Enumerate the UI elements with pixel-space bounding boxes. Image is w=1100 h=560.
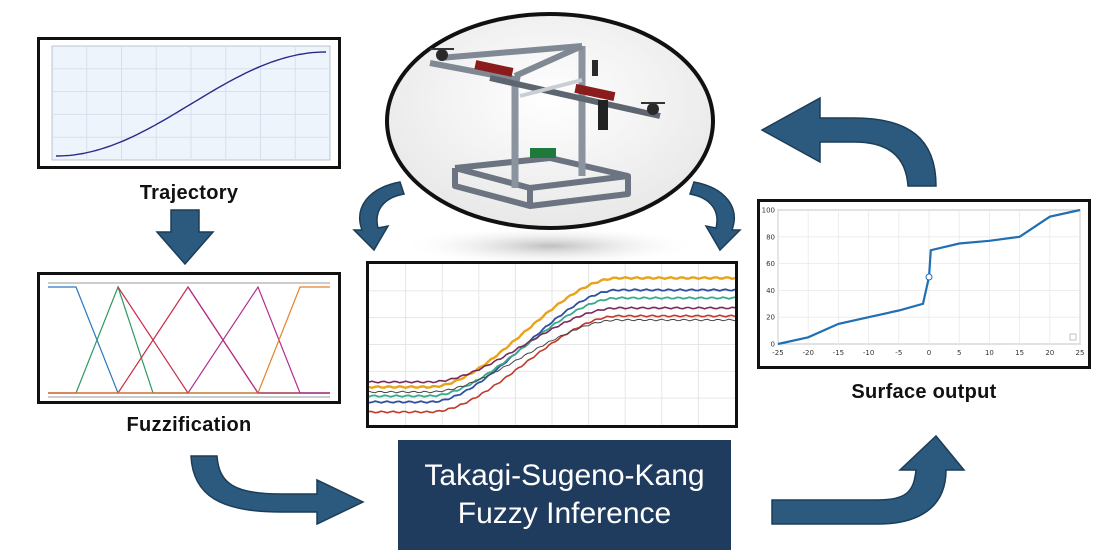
down-arrow	[155, 209, 215, 266]
trajectory-chart	[51, 45, 331, 161]
tsk-inference-box: Takagi-Sugeno-Kang Fuzzy Inference	[398, 440, 731, 550]
fuzzification-to-inference-arrow	[190, 455, 365, 526]
inference-to-surface-arrow	[771, 434, 966, 525]
x-tick-label: 20	[1045, 349, 1054, 357]
trajectory-curve	[55, 51, 327, 157]
x-tick-label: -15	[833, 349, 844, 357]
x-tick-label: -10	[863, 349, 874, 357]
trajectory-caption: Trajectory	[139, 182, 239, 204]
response-series-2	[369, 288, 735, 404]
membership-function-4	[48, 285, 330, 394]
y-tick-label: 20	[766, 314, 775, 322]
fuzzification-panel	[37, 272, 341, 404]
x-tick-label: 0	[927, 349, 931, 357]
y-tick-label: 80	[766, 233, 775, 241]
x-tick-label: -25	[772, 349, 783, 357]
fuzzification-chart	[48, 282, 330, 398]
x-tick-label: -5	[895, 349, 902, 357]
surface-output-chart: 0 20 40 60 80 100 -25 -20 -15 -10 -5 0 5 10 15 20 25	[762, 207, 1085, 358]
response-series-4	[369, 306, 735, 384]
x-tick-label: 25	[1076, 349, 1085, 357]
surface-output-panel: 0 20 40 60 80 100 -25 -20 -15 -10 -5 0 5 10 15 20 25	[757, 199, 1091, 369]
left-curved-arrow	[352, 181, 405, 252]
y-tick-label: 40	[766, 287, 775, 295]
trajectory-panel	[37, 37, 341, 169]
response-series-6	[369, 318, 735, 394]
surface-output-marker	[925, 273, 933, 281]
y-tick-label: 100	[762, 207, 775, 215]
response-chart	[369, 264, 735, 425]
y-tick-label: 60	[766, 260, 775, 268]
surface-to-rig-arrow	[760, 96, 937, 187]
response-series-1	[369, 275, 735, 390]
fuzzification-caption: Fuzzification	[126, 414, 252, 436]
response-series-3	[369, 296, 735, 398]
response-panel	[366, 261, 738, 428]
membership-function-5	[48, 286, 330, 394]
x-tick-label: 5	[957, 349, 961, 357]
drone-rig-illustration	[385, 12, 715, 266]
membership-function-2	[48, 285, 330, 394]
membership-function-1	[48, 286, 330, 394]
x-tick-label: 15	[1015, 349, 1024, 357]
y-tick-label: 0	[771, 341, 775, 349]
x-tick-label: -20	[802, 349, 813, 357]
right-curved-arrow	[689, 181, 742, 252]
legend-box	[1069, 333, 1077, 341]
membership-edge	[187, 286, 259, 394]
membership-function-3	[48, 285, 330, 394]
membership-edge	[117, 286, 189, 394]
response-series-5	[369, 314, 735, 414]
x-tick-label: 10	[985, 349, 994, 357]
surface-output-caption: Surface output	[851, 381, 997, 403]
